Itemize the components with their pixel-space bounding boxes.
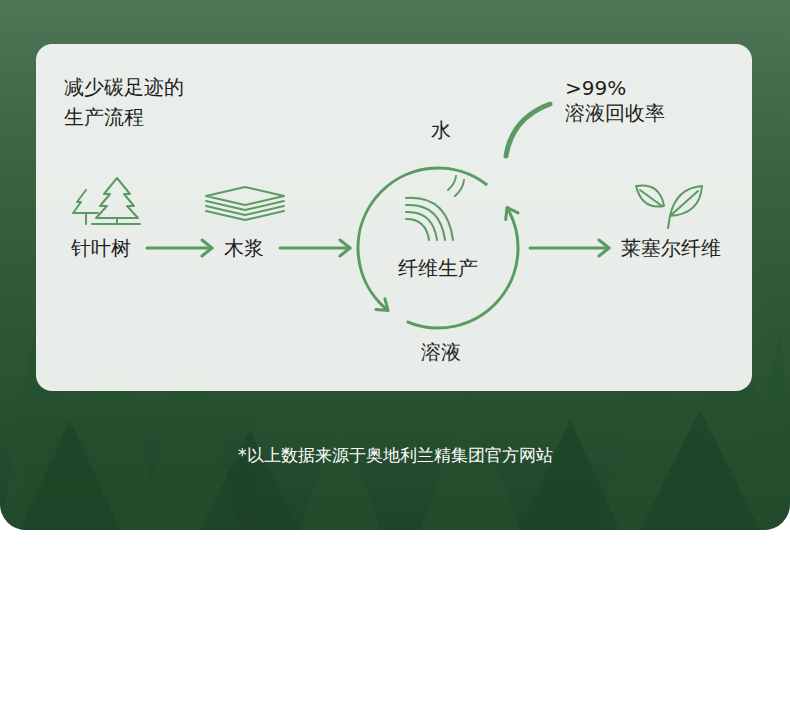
tree-icon — [92, 178, 140, 224]
arrow-line — [530, 247, 609, 250]
node-text: 莱塞尔纤维 — [617, 233, 725, 263]
leaf-icon — [668, 186, 702, 228]
node-text: 针叶树 — [67, 233, 135, 263]
flow-label: 溶液 — [421, 337, 461, 367]
flow-node: 莱塞尔纤维 — [617, 231, 725, 265]
cycle-outline — [358, 168, 518, 328]
fiber-icon — [448, 176, 464, 196]
pulp-icon — [206, 187, 284, 220]
flow-label: 水 — [431, 115, 451, 145]
flow-label: 溶液回收率 — [565, 98, 665, 128]
cycle-arc — [358, 168, 487, 309]
flow-arrow — [147, 240, 212, 256]
tree-icon — [73, 190, 98, 224]
flow-node: 纤维生产 — [358, 168, 518, 328]
flow-label: >99% — [565, 73, 626, 103]
arrowhead — [599, 240, 609, 256]
flow-node: 针叶树 — [67, 231, 135, 265]
flow-arrow — [530, 240, 609, 256]
arrowhead — [202, 240, 212, 256]
node-text: 纤维生产 — [398, 253, 478, 283]
arrow-line — [147, 247, 212, 250]
arrow-line — [280, 247, 350, 250]
diagram-title: 减少碳足迹的 生产流程 — [64, 72, 190, 132]
fiber-icon — [406, 198, 453, 240]
recovery-curve — [506, 104, 550, 156]
source-note: *以上数据来源于奥地利兰精集团官方网站 — [238, 443, 553, 467]
cycle-arrowhead — [376, 299, 388, 311]
leaf-icon — [636, 185, 664, 206]
cycle-arrowhead — [506, 207, 518, 219]
flow-arrow — [280, 240, 350, 256]
arrowhead — [340, 240, 350, 256]
node-text: 木浆 — [220, 233, 268, 263]
flow-node: 木浆 — [220, 231, 268, 265]
